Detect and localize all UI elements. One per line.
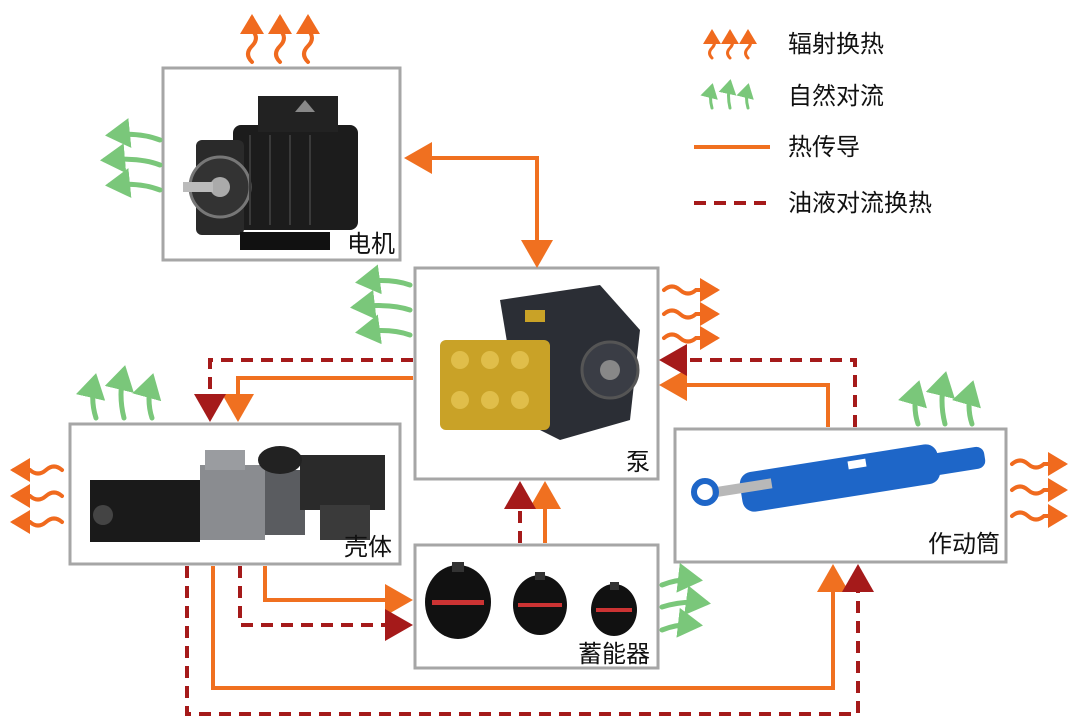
legend-natural-convection: 自然对流	[700, 79, 884, 110]
accumulator-image	[425, 562, 637, 639]
legend-heat-conduction-label: 热传导	[788, 133, 860, 161]
legend-heat-conduction: 热传导	[694, 133, 860, 161]
housing-to-accumulator-oil-arrow	[238, 566, 413, 641]
actuator-label: 作动筒	[928, 530, 1000, 558]
housing-to-actuator-arrow	[211, 564, 849, 690]
accumulator-box: 蓄能器	[413, 543, 660, 670]
pump-to-housing-oil-arrow	[194, 358, 413, 422]
pump-to-motor-arrow	[404, 142, 539, 262]
pump-box: 泵	[413, 266, 660, 481]
legend-natural-convection-label: 自然对流	[788, 82, 884, 110]
oil-convection-arrows	[185, 344, 874, 716]
pump-label: 泵	[626, 448, 650, 476]
legend-oil-convection-label: 油液对流换热	[788, 189, 932, 217]
natural-convection-arrows	[75, 118, 981, 638]
actuator-to-pump-arrow	[659, 369, 830, 427]
pump-image	[440, 285, 640, 440]
legend-radiation: 辐射换热	[703, 29, 884, 60]
motor-image	[183, 96, 358, 250]
housing-to-accumulator-arrow	[263, 566, 413, 616]
legend: 辐射换热 自然对流 热传导 油液对流换热	[694, 29, 932, 217]
actuator-box: 作动筒	[673, 427, 1008, 564]
housing-image	[90, 446, 385, 542]
legend-radiation-label: 辐射换热	[788, 30, 884, 58]
housing-to-actuator-oil-arrow	[185, 564, 874, 716]
radiation-arrows	[10, 14, 1068, 534]
actuator-to-pump-oil-arrow	[659, 344, 857, 427]
motor-label: 电机	[347, 230, 395, 258]
housing-label: 壳体	[344, 533, 392, 561]
housing-box: 壳体	[68, 422, 402, 566]
legend-oil-convection: 油液对流换热	[694, 189, 932, 217]
pump-to-housing-arrow	[222, 376, 413, 422]
actuator-image	[691, 444, 986, 512]
motor-box: 电机	[161, 66, 402, 262]
heat-conduction-arrows	[211, 142, 849, 690]
accumulator-label: 蓄能器	[578, 640, 650, 668]
